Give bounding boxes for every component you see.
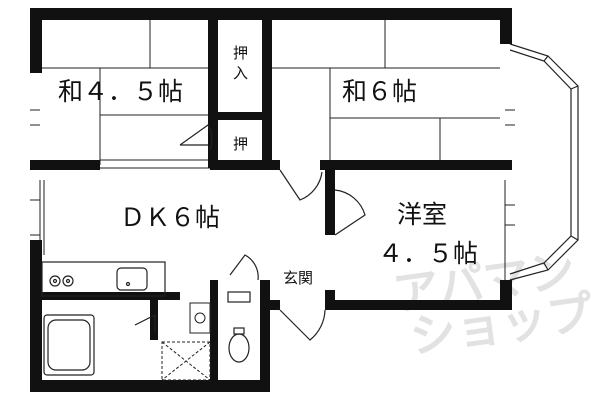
room-label-yoshitsu-title: 洋室	[397, 200, 447, 229]
closet-label-oshiire-1: 押	[233, 44, 248, 62]
washing-machine-icon	[161, 302, 211, 381]
bay-window-icon	[509, 43, 579, 281]
kitchen-counter	[41, 261, 166, 297]
bathtub-icon	[43, 314, 95, 376]
closet-label-oshiire-2: 入	[233, 64, 248, 82]
entrance-label: 玄関	[283, 269, 313, 287]
closet-label-oshiire-b: 押	[233, 135, 248, 153]
window-marks	[30, 109, 515, 300]
toilet-icon	[227, 291, 251, 363]
door-swing-icon	[134, 124, 366, 341]
tatami-lines	[40, 18, 500, 165]
room-label-washitsu-6: 和６帖	[342, 77, 417, 106]
sink-icon	[116, 267, 148, 291]
stove-burner-icon	[49, 275, 74, 287]
room-label-washitsu-45: 和４．５帖	[58, 77, 183, 106]
room-label-yoshitsu-size: ４．５帖	[378, 239, 478, 268]
room-label-dk: ＤＫ６帖	[120, 203, 220, 232]
